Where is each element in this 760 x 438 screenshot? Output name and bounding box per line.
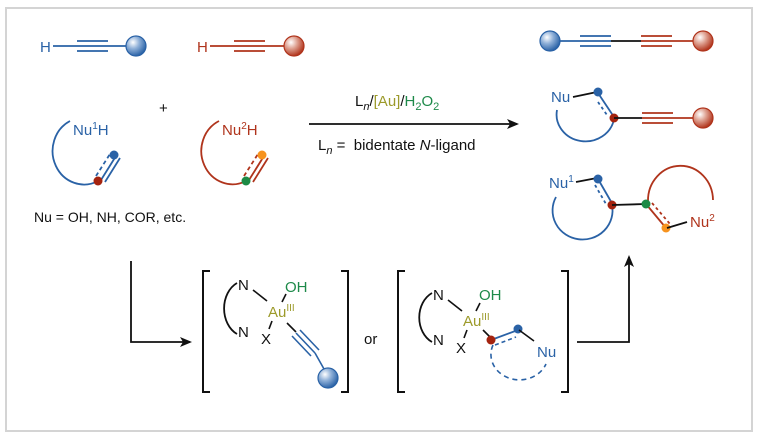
triple-bond-red bbox=[641, 35, 672, 47]
alkynyl-nucleophile-1: Nu1H bbox=[51, 120, 121, 186]
reaction-arrow-group: Ln/[Au]/H2O2 Ln = bidentate N-ligand bbox=[309, 93, 519, 157]
alkyne-bond bbox=[252, 157, 269, 183]
atom-dot-red bbox=[93, 176, 103, 186]
atom-dot-red bbox=[486, 335, 496, 345]
au-label: AuIII bbox=[463, 312, 490, 330]
dashed-bond bbox=[95, 153, 111, 177]
dashed-bond bbox=[243, 153, 259, 177]
atom-dot-green bbox=[241, 176, 251, 186]
nu-label: Nu bbox=[551, 89, 570, 106]
dashed-tether-arc bbox=[490, 344, 547, 381]
nu1-label: Nu1 bbox=[549, 174, 574, 192]
vinyl-bond bbox=[490, 329, 519, 341]
n-bottom-label: N bbox=[433, 332, 444, 349]
triple-bond bbox=[77, 40, 108, 52]
substituent-sphere-blue bbox=[125, 35, 147, 57]
alkyne-bond bbox=[100, 155, 117, 181]
tether-arc bbox=[200, 120, 247, 186]
triple-bond-red bbox=[642, 112, 673, 124]
n-top-label: N bbox=[433, 287, 444, 304]
bracket-right bbox=[561, 270, 569, 393]
atom-dot-blue bbox=[109, 150, 119, 160]
mechanism-arrow-out bbox=[577, 255, 634, 343]
alkynyl-nucleophile-2: Nu2H bbox=[200, 120, 269, 186]
tether-arc bbox=[555, 109, 615, 143]
triple-bond bbox=[234, 40, 265, 52]
tether-arc bbox=[51, 120, 99, 186]
oh-label: OH bbox=[479, 287, 502, 304]
au-label: AuIII bbox=[268, 303, 295, 321]
conditions-below: Ln = bidentate N-ligand bbox=[318, 137, 476, 157]
nu1h-label: Nu1H bbox=[73, 121, 109, 139]
alkyne-bond bbox=[248, 155, 265, 181]
or-label: or bbox=[364, 331, 377, 348]
tether-arc-red bbox=[647, 164, 714, 202]
nu-definition: Nu = OH, NH, COR, etc. bbox=[34, 209, 186, 225]
dashed-bond bbox=[494, 336, 517, 346]
atom-dot-orange bbox=[257, 150, 267, 160]
nu2h-label: Nu2H bbox=[222, 121, 258, 139]
alkyne1-h-label: H bbox=[40, 39, 51, 56]
substituent-sphere-red bbox=[692, 30, 714, 52]
x-label: X bbox=[261, 331, 271, 348]
bracket-left bbox=[397, 270, 405, 393]
n-top-label: N bbox=[238, 277, 249, 294]
conditions-above: Ln/[Au]/H2O2 bbox=[355, 93, 439, 113]
biaryl-bond bbox=[611, 203, 647, 206]
substituent-sphere-red bbox=[692, 107, 714, 129]
atom-dot-green bbox=[641, 199, 651, 209]
atom-dot-blue bbox=[593, 87, 603, 97]
product-cyclized-enyne: Nu bbox=[551, 87, 714, 143]
product-bis-cyclized: Nu1 Nu2 bbox=[549, 164, 715, 241]
substituent-sphere-blue bbox=[317, 367, 339, 389]
intermediate-au-acetylide: N N OH AuIII X bbox=[202, 270, 349, 393]
substituent-sphere-red bbox=[283, 35, 305, 57]
ligand-backbone bbox=[418, 292, 433, 343]
triple-bond-blue bbox=[291, 329, 320, 357]
bracket-right bbox=[341, 270, 349, 393]
nu-label: Nu bbox=[537, 344, 556, 361]
atom-dot-blue bbox=[593, 174, 603, 184]
terminal-alkyne-1: H bbox=[40, 35, 147, 57]
substituent-sphere-blue bbox=[539, 30, 561, 52]
alkyne2-h-label: H bbox=[197, 39, 208, 56]
bracket-left bbox=[202, 270, 210, 393]
tether-arc-blue bbox=[551, 196, 614, 241]
oh-label: OH bbox=[285, 279, 308, 296]
n-bottom-label: N bbox=[238, 324, 249, 341]
x-label: X bbox=[456, 340, 466, 357]
alkyne-bond bbox=[104, 157, 121, 183]
figure-frame bbox=[5, 7, 753, 432]
terminal-alkyne-2: H bbox=[197, 35, 305, 57]
plus-sign: + bbox=[159, 100, 168, 117]
triple-bond-blue bbox=[580, 35, 611, 47]
mechanism-arrow-in bbox=[130, 261, 192, 347]
nu2-label: Nu2 bbox=[690, 213, 715, 231]
ligand-backbone bbox=[223, 282, 238, 335]
atom-dot-orange bbox=[661, 223, 671, 233]
intermediate-au-vinyl: N N OH AuIII X Nu bbox=[397, 270, 569, 393]
product-diyne bbox=[539, 30, 714, 52]
